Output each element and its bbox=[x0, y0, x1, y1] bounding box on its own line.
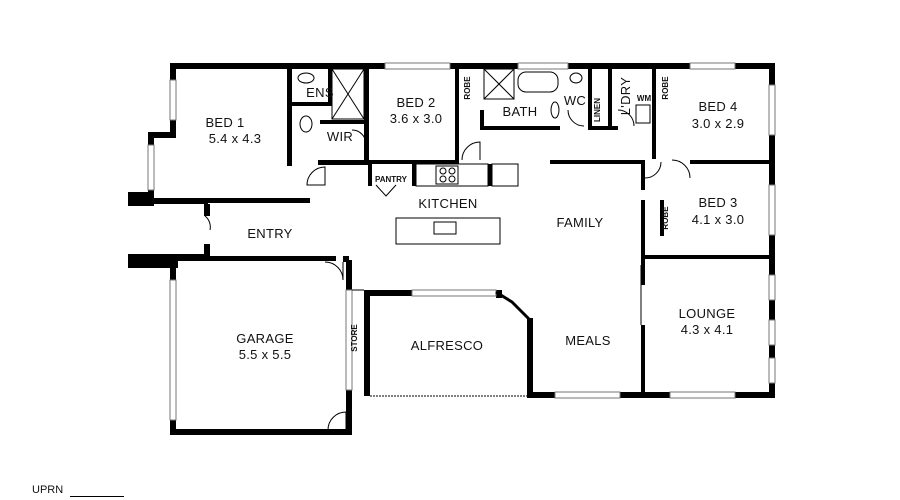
doors bbox=[204, 109, 691, 431]
meals-label: MEALS bbox=[565, 333, 611, 348]
bed3-dims: 4.1 x 3.0 bbox=[692, 212, 745, 227]
fixtures bbox=[297, 68, 651, 245]
family-label: FAMILY bbox=[556, 215, 603, 230]
bed4-dims: 3.0 x 2.9 bbox=[692, 116, 745, 131]
uprn-label: UPRN bbox=[32, 484, 64, 496]
bed1-name: BED 1 bbox=[205, 115, 244, 130]
alfresco-label: ALFRESCO bbox=[411, 338, 483, 353]
interior-walls bbox=[170, 63, 775, 395]
bed2-name: BED 2 bbox=[396, 95, 435, 110]
garage-dims: 5.5 x 5.5 bbox=[239, 347, 292, 362]
robe-bed2-label: ROBE bbox=[463, 76, 472, 100]
bed2-dims: 3.6 x 3.0 bbox=[390, 111, 443, 126]
room-labels: BED 1 5.4 x 4.3 ENS WIR BED 2 3.6 x 3.0 … bbox=[205, 76, 744, 362]
garage-name: GARAGE bbox=[236, 331, 293, 346]
pantry-label: PANTRY bbox=[375, 175, 408, 184]
lounge-name: LOUNGE bbox=[679, 306, 736, 321]
linen-label: LINEN bbox=[593, 98, 602, 122]
ens-label: ENS bbox=[306, 85, 334, 100]
robe-bed3-label: ROBE bbox=[661, 206, 670, 230]
windows bbox=[147, 62, 776, 421]
alfresco-outline bbox=[352, 289, 534, 397]
store-label: STORE bbox=[350, 324, 359, 352]
bath-label: BATH bbox=[503, 104, 538, 119]
ldry-label: L'DRY bbox=[618, 77, 633, 115]
bed4-name: BED 4 bbox=[698, 99, 737, 114]
wc-label: WC bbox=[564, 93, 586, 108]
robe-bed4-label: ROBE bbox=[661, 76, 670, 100]
wm-label: WM bbox=[637, 94, 652, 103]
uprn-underline bbox=[70, 496, 124, 497]
kitchen-label: KITCHEN bbox=[418, 196, 477, 211]
bed1-dims: 5.4 x 4.3 bbox=[209, 131, 262, 146]
lounge-dims: 4.3 x 4.1 bbox=[681, 322, 734, 337]
bed3-name: BED 3 bbox=[698, 195, 737, 210]
wir-label: WIR bbox=[327, 129, 353, 144]
entry-label: ENTRY bbox=[247, 226, 292, 241]
